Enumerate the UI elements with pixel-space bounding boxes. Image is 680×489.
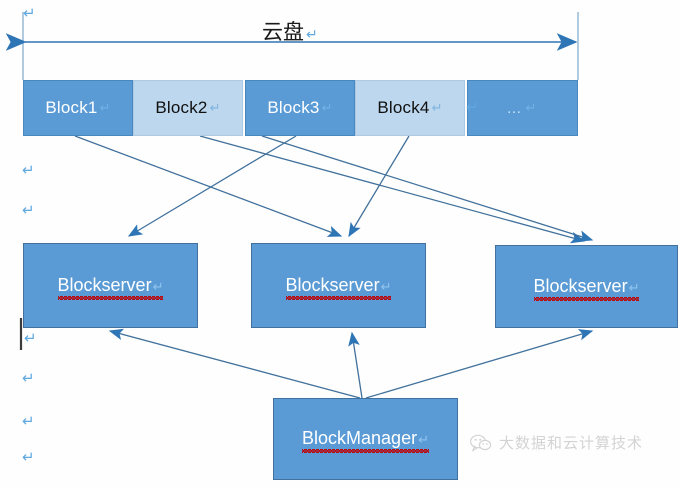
pilcrow-icon: ↵ [321, 100, 333, 115]
disk-block-3-label: Block3 [267, 98, 320, 117]
disk-block-2[interactable]: Block2 ↵ [133, 80, 243, 136]
pilcrow-icon: ↵ [380, 278, 392, 294]
blockmanager-node-label: BlockManager↵ [302, 428, 429, 453]
margin-pilcrow-4: ↵ [24, 329, 37, 347]
margin-pilcrow-3: ↵ [22, 201, 35, 219]
spellcheck-underline [57, 295, 164, 300]
spellcheck-underline [302, 449, 429, 453]
disk-block-1-label: Block1 [45, 98, 98, 117]
margin-pilcrow-7: ↵ [22, 448, 35, 466]
blockserver-node-3[interactable]: Blockserver↵ [495, 245, 678, 328]
blockserver-node-1-label: Blockserver↵ [57, 275, 164, 300]
pilcrow-icon: ↵ [628, 279, 640, 295]
pilcrow-icon: ↵ [99, 100, 111, 115]
disk-block-more-label: … [506, 99, 524, 117]
blockserver-node-2-label: Blockserver↵ [285, 275, 392, 300]
page-title-text: 云盘 [262, 20, 304, 44]
spellcheck-underline [285, 295, 392, 300]
margin-pilcrow-2: ↵ [22, 161, 35, 179]
margin-pilcrow-5: ↵ [22, 369, 35, 387]
disk-block-more[interactable]: … ↵ [467, 80, 578, 136]
pilcrow-icon: ↵ [209, 100, 221, 115]
pilcrow-icon: ↵ [525, 100, 539, 115]
disk-block-2-label: Block2 [155, 98, 208, 117]
margin-pilcrow-6: ↵ [22, 412, 35, 430]
watermark: 大数据和云计算技术 [470, 432, 643, 453]
wechat-bubble-icon [470, 434, 492, 452]
pilcrow-icon: ↵ [306, 27, 318, 43]
pilcrow-icon: ↵ [418, 432, 429, 447]
blockserver-node-2[interactable]: Blockserver↵ [251, 243, 426, 328]
blockmanager-node[interactable]: BlockManager↵ [273, 398, 458, 480]
blockserver-node-3-label: Blockserver↵ [533, 276, 640, 301]
blockserver-node-1[interactable]: Blockserver↵ [23, 243, 198, 328]
margin-pilcrow-8: ↵ [466, 98, 479, 116]
disk-block-4-label: Block4 [377, 98, 430, 117]
pilcrow-icon: ↵ [431, 100, 443, 115]
margin-pilcrow-1: ↵ [23, 4, 36, 22]
page-title: 云盘↵ [262, 16, 318, 46]
disk-block-4[interactable]: Block4 ↵ [355, 80, 465, 136]
spellcheck-underline [533, 296, 640, 301]
disk-block-3[interactable]: Block3 ↵ [245, 80, 355, 136]
pilcrow-icon: ↵ [152, 278, 164, 294]
watermark-text: 大数据和云计算技术 [499, 434, 644, 452]
disk-block-1[interactable]: Block1 ↵ [23, 80, 133, 136]
